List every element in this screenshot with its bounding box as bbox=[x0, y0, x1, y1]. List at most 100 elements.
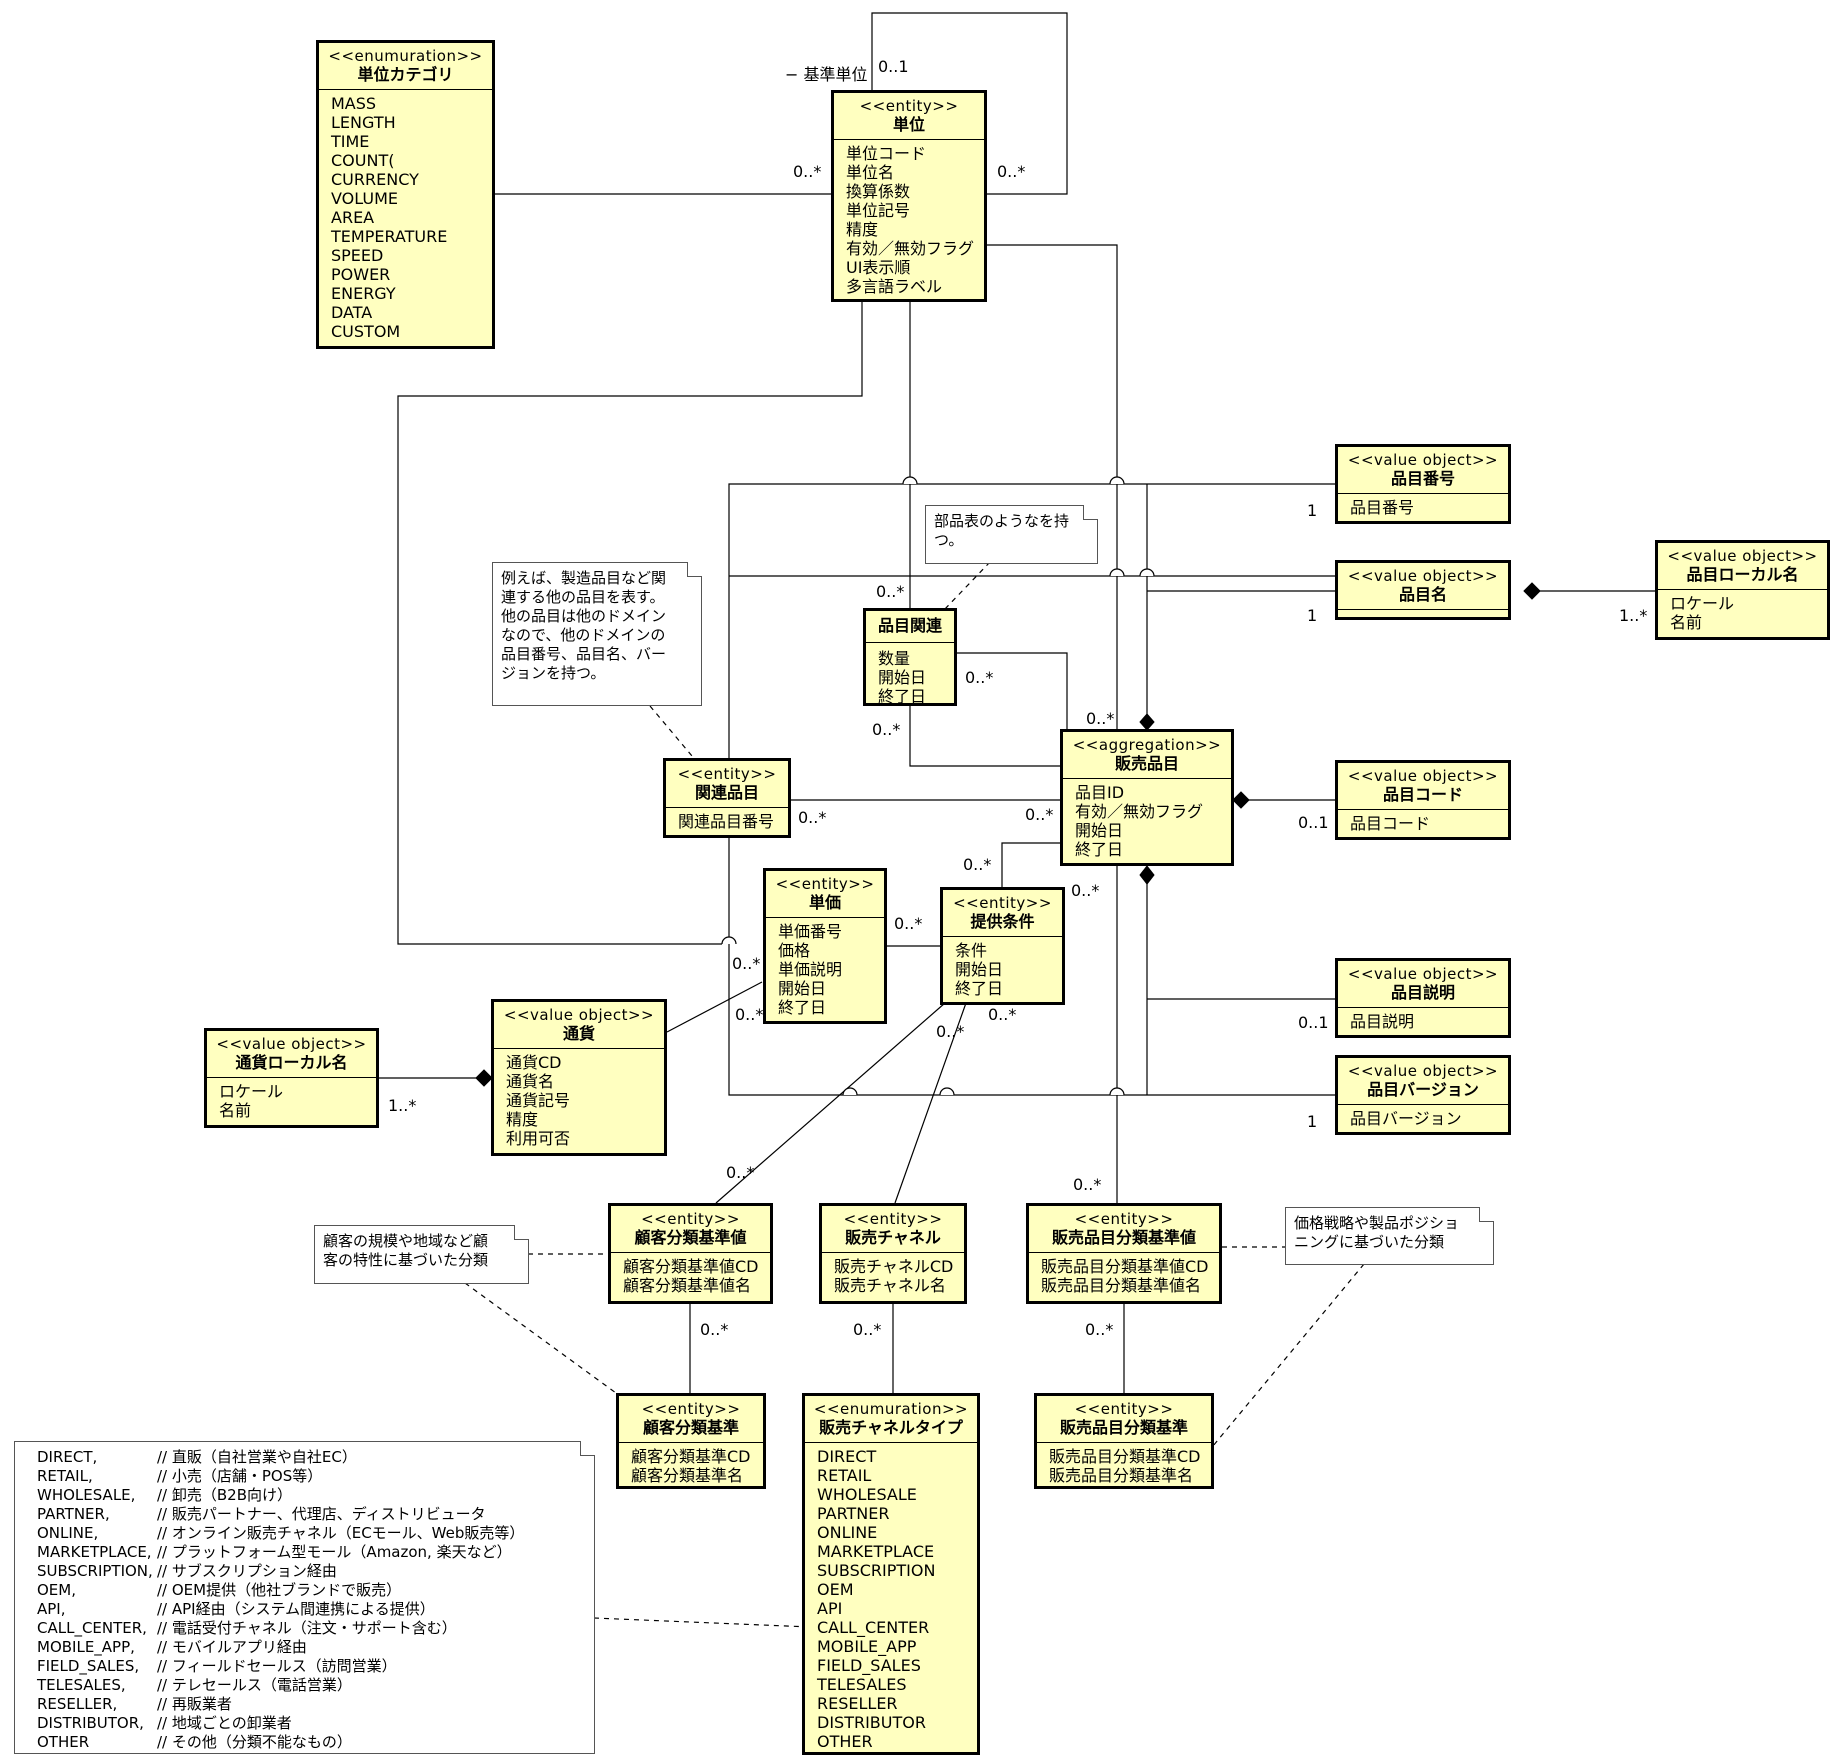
attribute-list: 単位コード 単位名 換算係数 単位記号 精度 有効／無効フラグ UI表示順 多言… bbox=[834, 140, 984, 296]
attribute: 名前 bbox=[1670, 613, 1703, 632]
note-line: ジョンを持つ。 bbox=[501, 664, 606, 682]
enum-value: DISTRIBUTOR bbox=[817, 1713, 926, 1732]
note-line: 品目番号、品目名、バー bbox=[501, 645, 667, 663]
enum-value: VOLUME bbox=[331, 189, 398, 208]
class-item-number[interactable]: <<value object>>品目番号 品目番号 bbox=[1335, 444, 1511, 524]
class-sales-item-class-value[interactable]: <<entity>>販売品目分類基準値 販売品目分類基準値CD 販売品目分類基準… bbox=[1026, 1203, 1222, 1304]
legend-comment: // 電話受付チャネル（注文・サポート含む） bbox=[157, 1619, 457, 1637]
multiplicity-label: 0..* bbox=[726, 1163, 755, 1182]
attribute: 販売チャネル名 bbox=[834, 1276, 946, 1295]
enum-value: DIRECT bbox=[817, 1447, 877, 1466]
class-item-local-name[interactable]: <<value object>>品目ローカル名 ロケール 名前 bbox=[1655, 540, 1830, 640]
legend-row: OEM,// OEM提供（他社ブランドで販売） bbox=[37, 1581, 584, 1600]
enum-value: RETAIL bbox=[817, 1466, 872, 1485]
legend-comment: // 再販業者 bbox=[157, 1695, 232, 1713]
note-pricing-strategy: 価格戦略や製品ポジショ ニングに基づいた分類 bbox=[1285, 1207, 1494, 1265]
legend-comment: // モバイルアプリ経由 bbox=[157, 1638, 307, 1656]
class-offer-condition[interactable]: <<entity>>提供条件 条件 開始日 終了日 bbox=[940, 887, 1065, 1005]
attribute: 開始日 bbox=[955, 960, 1004, 979]
legend-comment: // その他（分類不能なもの） bbox=[157, 1733, 352, 1751]
legend-key: RETAIL, bbox=[37, 1467, 93, 1485]
attribute-list: 品目バージョン bbox=[1338, 1105, 1508, 1128]
class-name: 販売品目分類基準 bbox=[1059, 1418, 1188, 1437]
enum-value: RESELLER bbox=[817, 1694, 898, 1713]
class-item-name[interactable]: <<value object>>品目名 bbox=[1335, 560, 1511, 620]
class-unit[interactable]: <<entity>>単位 単位コード 単位名 換算係数 単位記号 精度 有効／無… bbox=[831, 90, 987, 302]
legend-key: CALL_CENTER, bbox=[37, 1619, 147, 1637]
stereotype: <<entity>> bbox=[953, 894, 1052, 912]
legend-row: MOBILE_APP,// モバイルアプリ経由 bbox=[37, 1638, 584, 1657]
multiplicity-label: 0..* bbox=[876, 582, 905, 601]
class-sales-channel[interactable]: <<entity>>販売チャネル 販売チャネルCD 販売チャネル名 bbox=[819, 1203, 967, 1304]
attribute: 品目説明 bbox=[1350, 1012, 1415, 1031]
attribute-list: ロケール 名前 bbox=[1658, 590, 1827, 632]
class-name: 品目ローカル名 bbox=[1686, 565, 1799, 584]
multiplicity-label: 0..* bbox=[793, 162, 822, 181]
attribute-list: 品目ID 有効／無効フラグ 開始日 終了日 bbox=[1063, 779, 1231, 859]
class-item-version[interactable]: <<value object>>品目バージョン 品目バージョン bbox=[1335, 1055, 1511, 1135]
note-line: 例えば、製造品目など関 bbox=[501, 569, 667, 587]
stereotype: <<value object>> bbox=[216, 1035, 367, 1053]
multiplicity-label: 0..* bbox=[997, 162, 1026, 181]
multiplicity-label: 0..* bbox=[1025, 805, 1054, 824]
class-name: 品目番号 bbox=[1390, 469, 1455, 488]
multiplicity-label: 0..* bbox=[965, 668, 994, 687]
class-item-description[interactable]: <<value object>>品目説明 品目説明 bbox=[1335, 958, 1511, 1038]
stereotype: <<entity>> bbox=[1074, 1210, 1174, 1228]
attribute: 精度 bbox=[846, 220, 879, 239]
enum-value: MOBILE_APP bbox=[817, 1637, 917, 1656]
attribute: 有効／無効フラグ bbox=[1075, 802, 1204, 821]
legend-comment: // オンライン販売チャネル（ECモール、Web販売等） bbox=[157, 1524, 525, 1542]
multiplicity-label: 0..* bbox=[1086, 709, 1115, 728]
stereotype: <<value object>> bbox=[1347, 1062, 1499, 1080]
class-customer-class[interactable]: <<entity>>顧客分類基準 顧客分類基準CD 顧客分類基準名 bbox=[616, 1393, 766, 1489]
class-customer-class-value[interactable]: <<entity>>顧客分類基準値 顧客分類基準値CD 顧客分類基準値名 bbox=[608, 1203, 773, 1304]
legend-key: API, bbox=[37, 1600, 66, 1618]
attribute-list: 販売チャネルCD 販売チャネル名 bbox=[822, 1253, 964, 1295]
enum-value: CUSTOM bbox=[331, 322, 401, 341]
class-unit-price[interactable]: <<entity>>単価 単価番号 価格 単価説明 開始日 終了日 bbox=[763, 868, 887, 1024]
attribute: 顧客分類基準値CD bbox=[623, 1257, 759, 1276]
class-name: 提供条件 bbox=[970, 912, 1035, 931]
attribute: 品目番号 bbox=[1350, 498, 1415, 517]
note-line: 連する他の品目を表す。 bbox=[501, 588, 665, 606]
class-sales-item-class[interactable]: <<entity>>販売品目分類基準 販売品目分類基準CD 販売品目分類基準名 bbox=[1034, 1393, 1214, 1489]
class-related-item[interactable]: <<entity>>関連品目 関連品目番号 bbox=[663, 758, 791, 838]
attribute: 終了日 bbox=[955, 979, 1004, 998]
attribute-list: ロケール 名前 bbox=[207, 1078, 376, 1120]
class-currency-local-name[interactable]: <<value object>>通貨ローカル名 ロケール 名前 bbox=[204, 1028, 379, 1128]
class-name: 単位カテゴリ bbox=[357, 65, 454, 84]
note-line: 部品表のようなを持 bbox=[934, 512, 1070, 530]
attribute-list: 品目コード bbox=[1338, 810, 1508, 833]
note-line: 客の特性に基づいた分類 bbox=[323, 1251, 489, 1269]
class-item-code[interactable]: <<value object>>品目コード 品目コード bbox=[1335, 760, 1511, 840]
enum-value: SUBSCRIPTION bbox=[817, 1561, 936, 1580]
legend-key: MARKETPLACE, bbox=[37, 1543, 152, 1561]
multiplicity-label: 0..1 bbox=[878, 57, 909, 76]
class-sales-channel-type[interactable]: <<enumuration>>販売チャネルタイプ DIRECT RETAIL W… bbox=[802, 1393, 980, 1755]
attribute: 顧客分類基準CD bbox=[631, 1447, 751, 1466]
class-item-relation[interactable]: 品目関連 数量 開始日 終了日 bbox=[863, 608, 957, 706]
stereotype: <<aggregation>> bbox=[1072, 736, 1222, 754]
class-name: 単価 bbox=[808, 893, 841, 912]
legend-key: PARTNER, bbox=[37, 1505, 110, 1523]
stereotype: <<entity>> bbox=[859, 97, 959, 115]
legend-row: OTHER// その他（分類不能なもの） bbox=[37, 1733, 584, 1752]
legend-comment: // テレセールス（電話営業） bbox=[157, 1676, 352, 1694]
class-unit-category[interactable]: <<enumuration>>単位カテゴリ MASS LENGTH TIME C… bbox=[316, 40, 495, 349]
legend-row: CALL_CENTER, // 電話受付チャネル（注文・サポート含む） bbox=[37, 1619, 584, 1638]
class-sales-item[interactable]: <<aggregation>>販売品目 品目ID 有効／無効フラグ 開始日 終了… bbox=[1060, 729, 1234, 866]
class-name: 販売チャネルタイプ bbox=[819, 1418, 963, 1437]
attribute: 関連品目番号 bbox=[678, 812, 775, 831]
legend-row: DIRECT,// 直販（自社営業や自社EC） bbox=[37, 1448, 584, 1467]
enum-value: FIELD_SALES bbox=[817, 1656, 921, 1675]
attribute-list: 単価番号 価格 単価説明 開始日 終了日 bbox=[766, 918, 884, 1017]
legend-comment: // プラットフォーム型モール（Amazon, 楽天など） bbox=[157, 1543, 512, 1561]
class-name: 顧客分類基準 bbox=[642, 1418, 739, 1437]
legend-key: DIRECT, bbox=[37, 1448, 98, 1466]
multiplicity-label: 0..* bbox=[1071, 881, 1100, 900]
class-currency[interactable]: <<value object>>通貨 通貨CD 通貨名 通貨記号 精度 利用可否 bbox=[491, 999, 667, 1156]
attribute: 単価説明 bbox=[778, 960, 843, 979]
attribute-list: MASS LENGTH TIME COUNT( CURRENCY VOLUME … bbox=[319, 90, 492, 341]
